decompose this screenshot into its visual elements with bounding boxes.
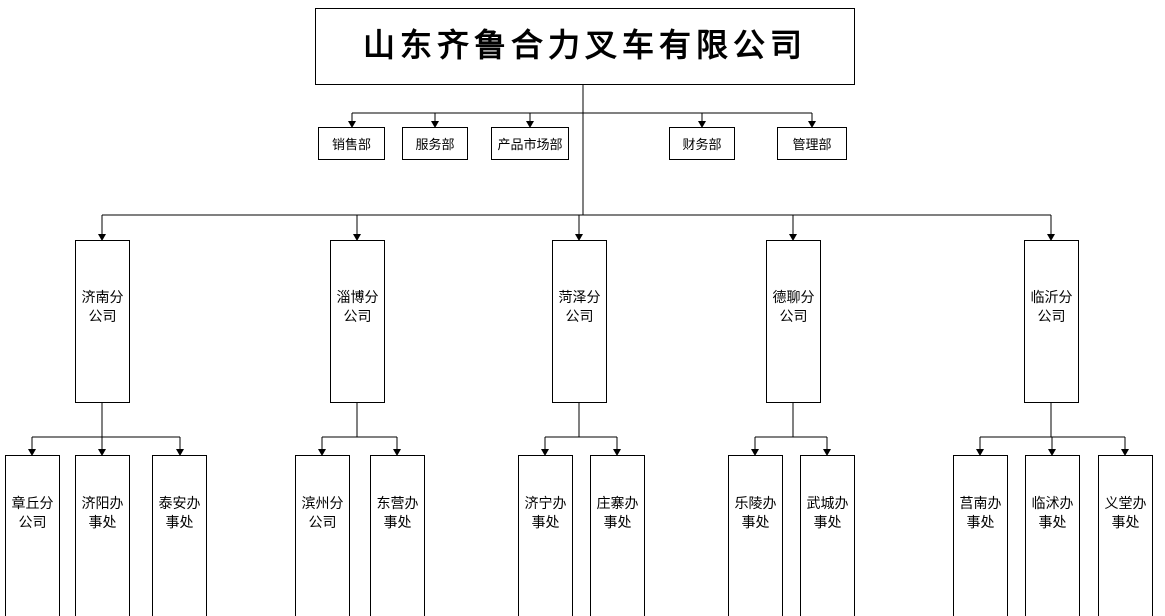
branch-box-deliao: 德聊分 公司 [766,240,821,403]
child-box-wucheng: 武城办 事处 [800,455,855,616]
child-yitang-label: 义堂办 事处 [1104,494,1147,530]
child-box-jiyang: 济阳办 事处 [75,455,130,616]
org-root-label: 山东齐鲁合力叉车有限公司 [362,26,807,63]
branch-heze-label: 菏泽分 公司 [558,288,601,324]
branch-box-zibo: 淄博分 公司 [330,240,385,403]
child-jining-label: 济宁办 事处 [524,494,567,530]
dept-finance-label: 财务部 [682,137,722,152]
child-box-leling: 乐陵办 事处 [728,455,783,616]
branch-deliao-label: 德聊分 公司 [772,288,815,324]
child-junan-label: 莒南办 事处 [959,494,1002,530]
dept-box-finance: 财务部 [669,127,735,160]
child-box-zhangqiu: 章丘分 公司 [5,455,60,616]
child-zhangqiu-label: 章丘分 公司 [11,494,54,530]
child-box-dongying: 东营办 事处 [370,455,425,616]
dept-box-management: 管理部 [777,127,847,160]
branch-zibo-label: 淄博分 公司 [336,288,379,324]
child-box-zhuangzhai: 庄寨办 事处 [590,455,645,616]
dept-box-product-market: 产品市场部 [491,127,569,160]
dept-product-market-label: 产品市场部 [497,137,563,152]
child-dongying-label: 东营办 事处 [376,494,419,530]
child-box-junan: 莒南办 事处 [953,455,1008,616]
branch-box-linyi: 临沂分 公司 [1024,240,1079,403]
child-jiyang-label: 济阳办 事处 [81,494,124,530]
branch-jinan-label: 济南分 公司 [81,288,124,324]
dept-management-label: 管理部 [792,137,832,152]
branch-linyi-label: 临沂分 公司 [1030,288,1073,324]
dept-sales-label: 销售部 [331,137,371,152]
child-linshu-label: 临沭办 事处 [1031,494,1074,530]
child-box-jining: 济宁办 事处 [518,455,573,616]
child-box-binzhou: 滨州分 公司 [295,455,350,616]
branch-box-jinan: 济南分 公司 [75,240,130,403]
org-root-box: 山东齐鲁合力叉车有限公司 [315,8,855,85]
child-box-taian: 泰安办 事处 [152,455,207,616]
child-box-linshu: 临沭办 事处 [1025,455,1080,616]
dept-box-service: 服务部 [402,127,468,160]
dept-service-label: 服务部 [415,137,455,152]
child-zhuangzhai-label: 庄寨办 事处 [596,494,639,530]
child-binzhou-label: 滨州分 公司 [301,494,344,530]
child-wucheng-label: 武城办 事处 [806,494,849,530]
child-leling-label: 乐陵办 事处 [734,494,777,530]
child-taian-label: 泰安办 事处 [158,494,201,530]
branch-box-heze: 菏泽分 公司 [552,240,607,403]
child-box-yitang: 义堂办 事处 [1098,455,1153,616]
dept-box-sales: 销售部 [318,127,385,160]
